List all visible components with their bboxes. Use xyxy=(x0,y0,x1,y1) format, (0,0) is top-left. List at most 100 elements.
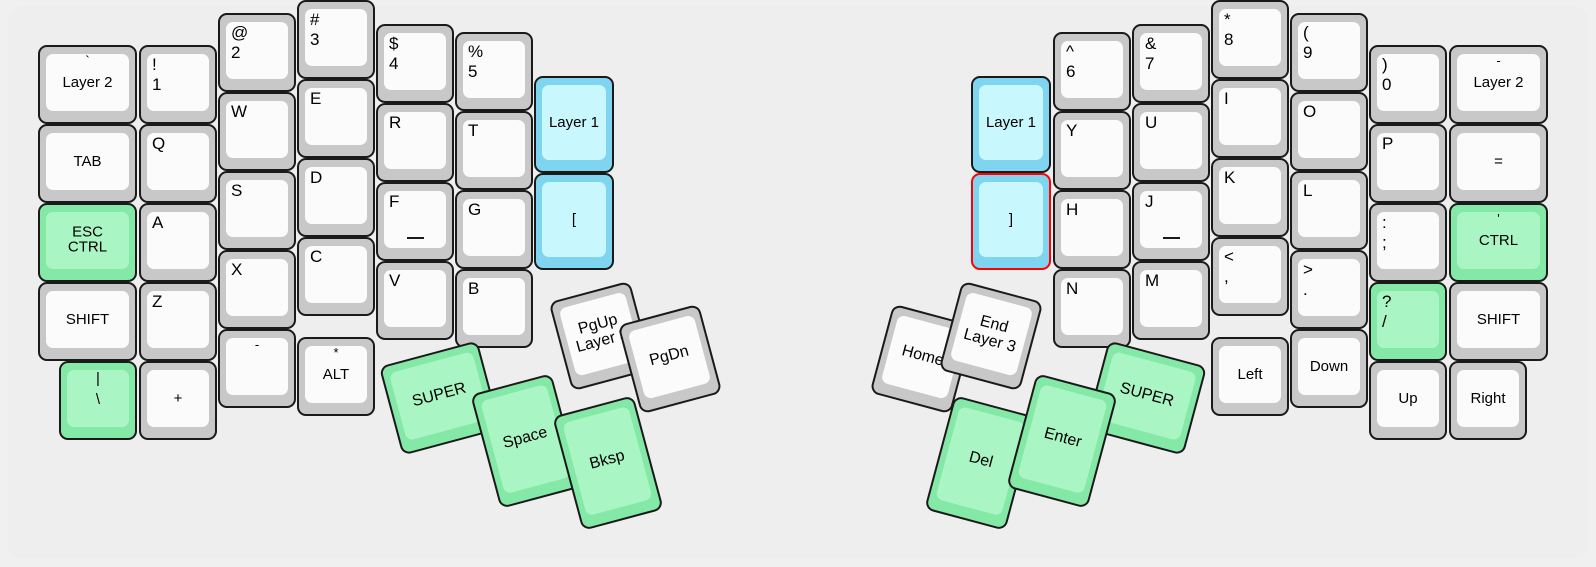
key-legend: V xyxy=(389,271,401,290)
key-legend: SUPER xyxy=(410,379,468,411)
key-l-r2-c4[interactable]: F xyxy=(376,182,454,261)
key-cap: H xyxy=(1061,199,1123,256)
key-r-r3-c1[interactable]: M xyxy=(1132,261,1210,340)
key-legend: = xyxy=(1494,152,1503,170)
key-r-r3-c3[interactable]: >. xyxy=(1290,250,1368,329)
key-r-th-rbrack[interactable]: ] xyxy=(971,173,1051,270)
key-legend: * xyxy=(1224,10,1231,29)
key-legend: : xyxy=(1382,213,1387,232)
key-l-r1-c4[interactable]: R xyxy=(376,103,454,182)
key-r-r2-c3[interactable]: L xyxy=(1290,171,1368,250)
key-legend: - xyxy=(1496,53,1501,68)
key-l-r1-c1[interactable]: Q xyxy=(139,124,217,203)
key-l-r3-c2[interactable]: X xyxy=(218,250,296,329)
key-legend: D xyxy=(310,168,323,187)
key-l-r3-c1[interactable]: Z xyxy=(139,282,217,361)
key-l-r0-c1[interactable]: !1 xyxy=(139,45,217,124)
key-l-r2-c2[interactable]: S xyxy=(218,171,296,250)
key-r-r1-c0[interactable]: Y xyxy=(1053,111,1131,190)
key-r-r0-c1[interactable]: &7 xyxy=(1132,24,1210,103)
key-cap: *8 xyxy=(1219,9,1281,66)
key-r-r1-c5[interactable]: = xyxy=(1449,124,1548,203)
key-cap: ' CTRL xyxy=(1457,212,1540,269)
key-l-r1-c2[interactable]: W xyxy=(218,92,296,171)
key-r-r0-c4[interactable]: )0 xyxy=(1369,45,1447,124)
key-r-r1-c1[interactable]: U xyxy=(1132,103,1210,182)
key-cap: P xyxy=(1377,133,1439,190)
key-legend: P xyxy=(1382,134,1394,153)
key-legend: 1 xyxy=(152,75,162,94)
key-r-r1-c4[interactable]: P xyxy=(1369,124,1447,203)
key-l-r0-c2[interactable]: @2 xyxy=(218,13,296,92)
key-l-r3-c0[interactable]: SHIFT xyxy=(38,282,137,361)
key-r-r0-c3[interactable]: (9 xyxy=(1290,13,1368,92)
key-cap: ^6 xyxy=(1061,41,1123,98)
key-legend: Space xyxy=(501,423,550,452)
key-r-r3-c5[interactable]: SHIFT xyxy=(1449,282,1548,361)
key-l-r1-c3[interactable]: E xyxy=(297,79,375,158)
key-l-r2-c0[interactable]: ESC CTRL xyxy=(38,203,137,282)
key-l-r0-c4[interactable]: $4 xyxy=(376,24,454,103)
key-l-r4-c1[interactable]: + xyxy=(139,361,217,440)
key-l-r4-c3[interactable]: *ALT xyxy=(297,337,375,416)
key-legend: Left xyxy=(1237,365,1263,383)
key-r-r0-c2[interactable]: *8 xyxy=(1211,0,1289,79)
key-legend: K xyxy=(1224,168,1236,187)
key-cap: X xyxy=(226,259,288,316)
key-r-r4-c5[interactable]: Right xyxy=(1449,361,1527,440)
key-cap: `Layer 2 xyxy=(46,54,129,111)
key-l-r1-c0[interactable]: TAB xyxy=(38,124,137,203)
key-l-r2-c3[interactable]: D xyxy=(297,158,375,237)
key-r-r2-c1[interactable]: J xyxy=(1132,182,1210,261)
key-l-r0-c3[interactable]: #3 xyxy=(297,0,375,79)
key-cap: B xyxy=(463,278,525,335)
key-cap: Q xyxy=(147,133,209,190)
key-l-r3-c3[interactable]: C xyxy=(297,237,375,316)
key-r-r3-c0[interactable]: N xyxy=(1053,269,1131,348)
key-l-r4-c2[interactable]: - xyxy=(218,329,296,408)
key-r-r4-c4[interactable]: Up xyxy=(1369,361,1447,440)
key-l-r1-c5[interactable]: T xyxy=(455,111,533,190)
key-legend: H xyxy=(1066,200,1079,219)
key-cap: ] xyxy=(979,182,1043,257)
key-r-r4-c3[interactable]: Down xyxy=(1290,329,1368,408)
key-legend: > xyxy=(1303,260,1313,279)
key-r-r1-c3[interactable]: O xyxy=(1290,92,1368,171)
key-r-r2-c2[interactable]: K xyxy=(1211,158,1289,237)
key-legend: # xyxy=(310,10,320,29)
key-legend: CTRL xyxy=(1478,231,1519,249)
key-l-r2-c5[interactable]: G xyxy=(455,190,533,269)
key-l-r2-c1[interactable]: A xyxy=(139,203,217,282)
key-r-r3-c4[interactable]: ?/ xyxy=(1369,282,1447,361)
key-cap: TAB xyxy=(46,133,129,190)
key-l-r0-c0[interactable]: `Layer 2 xyxy=(38,45,137,124)
key-cap: R xyxy=(384,112,446,169)
key-cap: E xyxy=(305,88,367,145)
key-legend: ) xyxy=(1382,55,1388,74)
key-l-r4-c0[interactable]: |\ xyxy=(59,361,137,440)
key-l-th-lbrack[interactable]: [ xyxy=(534,173,614,270)
key-l-r3-c5[interactable]: B xyxy=(455,269,533,348)
key-cap: :; xyxy=(1377,212,1439,269)
key-legend: 7 xyxy=(1145,54,1155,73)
key-l-r0-c5[interactable]: %5 xyxy=(455,32,533,111)
key-legend: . xyxy=(1303,280,1308,299)
key-r-th-layer1[interactable]: Layer 1 xyxy=(971,76,1051,173)
key-cap: Enter xyxy=(1017,383,1108,495)
key-legend: L xyxy=(1303,181,1313,200)
key-r-r1-c2[interactable]: I xyxy=(1211,79,1289,158)
key-r-r2-c0[interactable]: H xyxy=(1053,190,1131,269)
key-r-r0-c5[interactable]: -Layer 2 xyxy=(1449,45,1548,124)
key-r-r3-c2[interactable]: <, xyxy=(1211,237,1289,316)
key-legend: Layer 2 xyxy=(62,73,113,91)
key-legend: ' xyxy=(1497,211,1500,226)
key-r-r2-c5[interactable]: ' CTRL xyxy=(1449,203,1548,282)
key-r-r4-c2[interactable]: Left xyxy=(1211,337,1289,416)
key-legend: | xyxy=(96,370,100,387)
key-l-th-layer1[interactable]: Layer 1 xyxy=(534,76,614,173)
key-cap: >. xyxy=(1298,259,1360,316)
key-l-r3-c4[interactable]: V xyxy=(376,261,454,340)
key-r-r2-c4[interactable]: :; xyxy=(1369,203,1447,282)
key-r-r0-c0[interactable]: ^6 xyxy=(1053,32,1131,111)
